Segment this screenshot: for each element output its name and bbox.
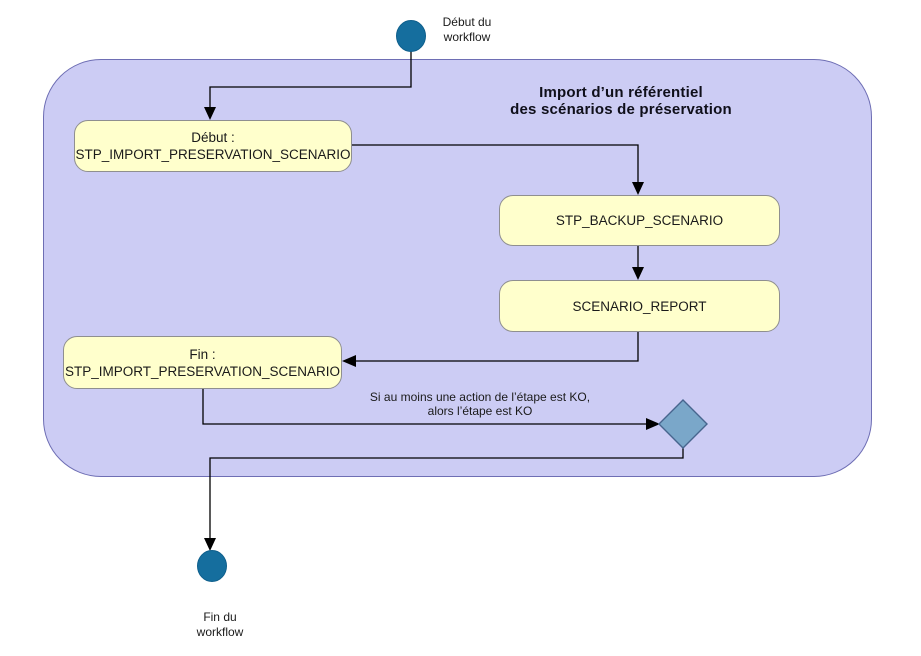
end-node (197, 550, 227, 582)
start-node (396, 20, 426, 52)
edge-decision-to-end (204, 448, 684, 551)
activity-fin-import-preservation-scenario: Fin : STP_IMPORT_PRESERVATION_SCENARIO (63, 336, 342, 389)
edge-start-to-debut (204, 51, 412, 120)
workflow-group-title: Import d’un référentiel des scénarios de… (510, 84, 732, 118)
activity-stp-backup-scenario: STP_BACKUP_SCENARIO (499, 195, 780, 246)
decision-diamond (658, 399, 708, 449)
decision-condition-label: Si au moins une action de l’étape est KO… (369, 390, 591, 418)
edge-backup-to-report (632, 246, 644, 280)
start-node-label: Début du workflow (442, 15, 492, 44)
edge-fin-to-decision (202, 389, 660, 430)
edge-debut-to-backup (352, 144, 644, 195)
activity-debut-import-preservation-scenario: Début : STP_IMPORT_PRESERVATION_SCENARIO (74, 120, 352, 172)
activity-scenario-report: SCENARIO_REPORT (499, 280, 780, 332)
end-node-label: Fin du workflow (196, 610, 244, 639)
edge-report-to-fin (342, 332, 639, 367)
